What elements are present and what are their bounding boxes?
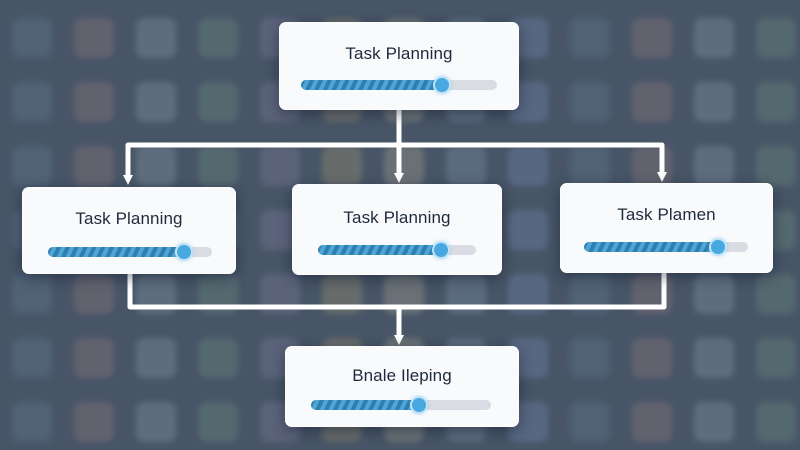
flow-node-bnale-ileping-bottom[interactable]: Bnale Ileping <box>285 346 519 427</box>
edge-n1-to-n2 <box>123 142 399 185</box>
node-label: Task Plamen <box>617 205 716 224</box>
progress-fill <box>318 245 442 255</box>
progress-bar <box>48 245 212 259</box>
node-label: Bnale Ileping <box>352 366 452 385</box>
flow-node-task-planning-top[interactable]: Task Planning <box>279 22 519 110</box>
flow-node-task-planning-left[interactable]: Task Planning <box>22 187 236 274</box>
progress-bar <box>318 243 476 257</box>
node-label: Task Planning <box>345 44 453 63</box>
progress-knob[interactable] <box>177 245 192 259</box>
progress-bar <box>301 78 497 92</box>
node-label: Task Planning <box>343 208 451 227</box>
progress-fill <box>311 400 419 410</box>
progress-knob[interactable] <box>412 398 426 412</box>
flow-node-task-plamen-right[interactable]: Task Plamen <box>560 183 773 273</box>
progress-knob[interactable] <box>711 240 726 254</box>
edge-n1-to-n4 <box>399 142 667 182</box>
progress-fill <box>301 80 443 90</box>
flow-node-task-planning-center[interactable]: Task Planning <box>292 184 502 275</box>
progress-knob[interactable] <box>434 243 449 257</box>
edge-n2-to-n5 <box>127 274 399 310</box>
edge-n4-to-n5 <box>399 273 667 310</box>
progress-knob[interactable] <box>435 78 450 92</box>
node-label: Task Planning <box>75 209 183 228</box>
progress-bar <box>311 398 491 412</box>
progress-bar <box>584 240 748 254</box>
progress-fill <box>48 247 185 257</box>
progress-fill <box>584 242 719 252</box>
